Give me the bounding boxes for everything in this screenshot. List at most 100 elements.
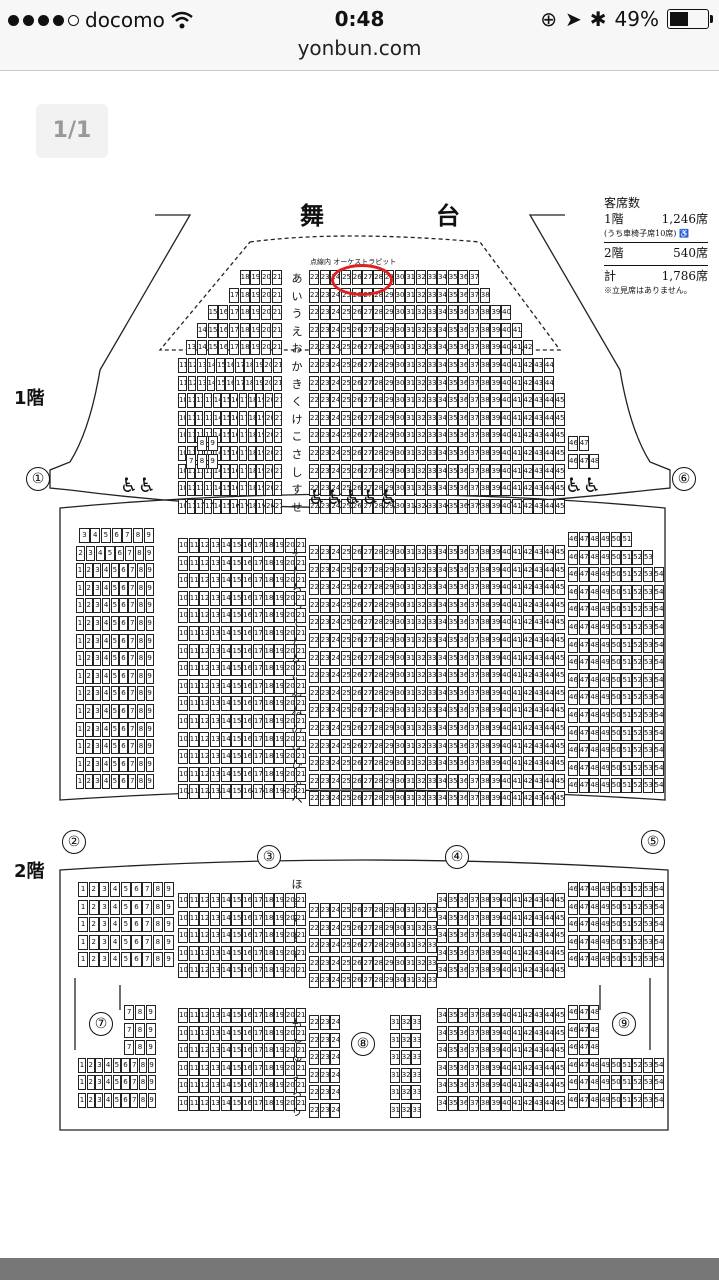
seat[interactable]: 16 bbox=[242, 696, 253, 712]
seat[interactable]: 33 bbox=[426, 597, 437, 613]
seat[interactable]: 29 bbox=[383, 287, 394, 303]
seat[interactable]: 16 bbox=[242, 608, 253, 624]
seat[interactable]: 35 bbox=[447, 650, 458, 666]
seat[interactable]: 1 bbox=[75, 721, 85, 737]
seat[interactable]: 33 bbox=[426, 773, 437, 789]
seat[interactable]: 38 bbox=[479, 615, 490, 631]
seat[interactable]: 42 bbox=[522, 481, 533, 497]
seat[interactable]: 36 bbox=[458, 963, 469, 979]
seat[interactable]: 10 bbox=[178, 678, 189, 694]
seat[interactable]: 21 bbox=[271, 305, 282, 321]
seat[interactable]: 41 bbox=[511, 703, 522, 719]
seat[interactable]: 8 bbox=[152, 917, 163, 933]
seat[interactable]: 24 bbox=[330, 920, 341, 936]
seat[interactable]: 46 bbox=[568, 690, 579, 706]
seat[interactable]: 1 bbox=[75, 686, 85, 702]
seat[interactable]: 48 bbox=[589, 690, 600, 706]
seat[interactable]: 28 bbox=[373, 791, 384, 807]
seat[interactable]: 53 bbox=[642, 707, 653, 723]
seat[interactable]: 40 bbox=[501, 703, 512, 719]
seat[interactable]: 47 bbox=[578, 760, 589, 776]
seat[interactable]: 24 bbox=[330, 357, 341, 373]
seat[interactable]: 50 bbox=[610, 778, 621, 794]
seat[interactable]: 31 bbox=[405, 650, 416, 666]
seat[interactable]: 33 bbox=[426, 393, 437, 409]
seat[interactable]: 20 bbox=[284, 1078, 295, 1094]
seat[interactable]: 54 bbox=[653, 690, 664, 706]
seat[interactable]: 46 bbox=[568, 567, 579, 583]
seat[interactable]: 35 bbox=[447, 445, 458, 461]
seat[interactable]: 7 bbox=[186, 453, 197, 469]
seat[interactable]: 45 bbox=[554, 498, 565, 514]
seat[interactable]: 15 bbox=[231, 1008, 242, 1023]
seat[interactable]: 15 bbox=[216, 357, 225, 373]
seat[interactable]: 25 bbox=[341, 357, 352, 373]
seat[interactable]: 46 bbox=[568, 1022, 579, 1038]
seat[interactable]: 42 bbox=[522, 791, 533, 807]
seat[interactable]: 2 bbox=[84, 739, 93, 755]
seat[interactable]: 6 bbox=[119, 721, 128, 737]
seat[interactable]: 2 bbox=[84, 633, 93, 649]
seat[interactable]: 37 bbox=[469, 945, 480, 961]
seat[interactable]: 9 bbox=[145, 686, 154, 702]
seat[interactable]: 7 bbox=[142, 917, 153, 933]
seat[interactable]: 11 bbox=[186, 393, 195, 409]
seat[interactable]: 16 bbox=[242, 1060, 253, 1076]
seat[interactable]: 30 bbox=[394, 650, 405, 666]
seat[interactable]: 35 bbox=[447, 791, 458, 807]
seat[interactable]: 24 bbox=[330, 1032, 341, 1048]
seat[interactable]: 31 bbox=[405, 615, 416, 631]
seat[interactable]: 37 bbox=[469, 393, 480, 409]
seat[interactable]: 31 bbox=[405, 322, 416, 338]
seat[interactable]: 35 bbox=[447, 410, 458, 426]
seat[interactable]: 37 bbox=[469, 1060, 480, 1076]
seat[interactable]: 9 bbox=[145, 721, 154, 737]
seat[interactable]: 13 bbox=[210, 910, 221, 926]
seat[interactable]: 30 bbox=[394, 562, 405, 578]
seat[interactable]: 30 bbox=[394, 410, 405, 426]
seat[interactable]: 33 bbox=[426, 920, 437, 936]
seat[interactable]: 53 bbox=[642, 952, 653, 968]
seat[interactable]: 24 bbox=[330, 791, 341, 807]
seat[interactable]: 50 bbox=[610, 707, 621, 723]
seat[interactable]: 9 bbox=[147, 1075, 156, 1091]
seat[interactable]: 53 bbox=[642, 899, 653, 915]
seat[interactable]: 7 bbox=[128, 774, 137, 790]
seat[interactable]: 23 bbox=[319, 428, 330, 444]
seat[interactable]: 30 bbox=[394, 357, 405, 373]
seat[interactable]: 23 bbox=[319, 445, 330, 461]
seat[interactable]: 17 bbox=[238, 445, 247, 461]
seat[interactable]: 8 bbox=[136, 686, 145, 702]
seat[interactable]: 17 bbox=[252, 784, 263, 800]
seat[interactable]: 22 bbox=[309, 668, 320, 684]
seat[interactable]: 6 bbox=[119, 580, 128, 596]
seat[interactable]: 30 bbox=[394, 340, 405, 356]
seat[interactable]: 26 bbox=[351, 632, 362, 648]
seat[interactable]: 46 bbox=[568, 655, 579, 671]
seat[interactable]: 22 bbox=[309, 357, 320, 373]
seat[interactable]: 43 bbox=[533, 703, 544, 719]
seat[interactable]: 41 bbox=[511, 498, 522, 514]
seat[interactable]: 48 bbox=[589, 1040, 600, 1056]
seat[interactable]: 18 bbox=[263, 678, 274, 694]
seat[interactable]: 47 bbox=[578, 672, 589, 688]
seat[interactable]: 43 bbox=[533, 756, 544, 772]
seat[interactable]: 19 bbox=[274, 625, 285, 641]
seat[interactable]: 31 bbox=[405, 410, 416, 426]
seat[interactable]: 8 bbox=[136, 563, 145, 579]
seat[interactable]: 40 bbox=[501, 1025, 512, 1041]
url-domain[interactable]: yonbun.com bbox=[297, 36, 422, 60]
seat[interactable]: 1 bbox=[75, 668, 85, 684]
seat[interactable]: 17 bbox=[252, 625, 263, 641]
seat[interactable]: 15 bbox=[231, 893, 242, 908]
seat[interactable]: 35 bbox=[447, 756, 458, 772]
seat[interactable]: 28 bbox=[373, 903, 384, 918]
seat[interactable]: 31 bbox=[405, 428, 416, 444]
seat[interactable]: 37 bbox=[469, 481, 480, 497]
seat[interactable]: 46 bbox=[568, 917, 579, 933]
seat[interactable]: 20 bbox=[261, 270, 272, 285]
seat[interactable]: 28 bbox=[373, 938, 384, 954]
seat[interactable]: 37 bbox=[469, 580, 480, 596]
seat[interactable]: 39 bbox=[490, 1078, 501, 1094]
seat[interactable]: 17 bbox=[238, 410, 247, 426]
